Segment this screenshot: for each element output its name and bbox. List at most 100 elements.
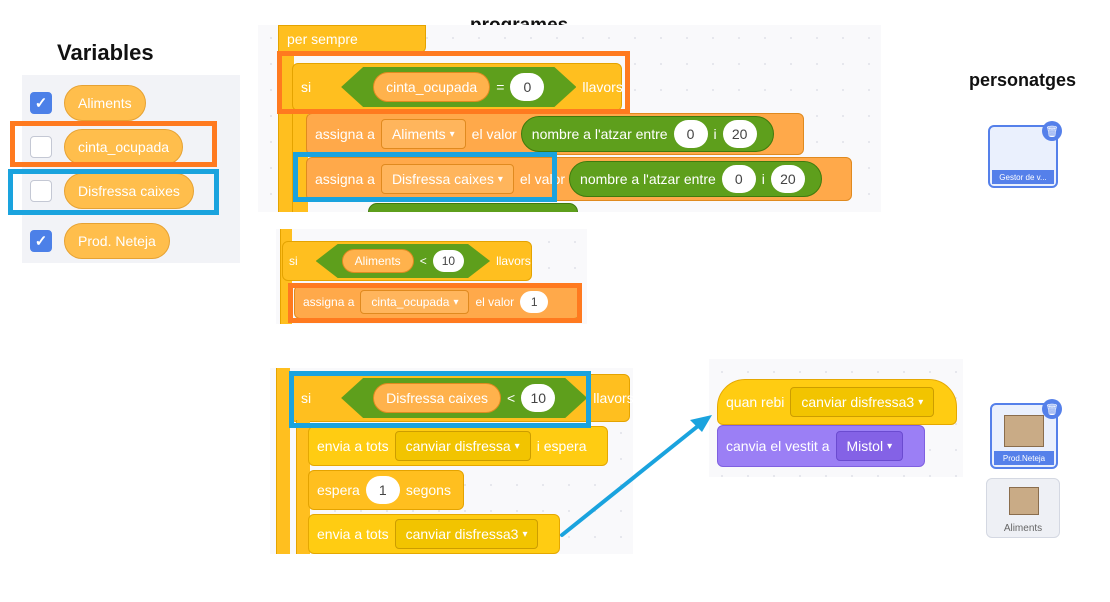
variable-cinta-ocupada[interactable]: cinta_ocupada <box>64 129 184 165</box>
variable-row-aliments: ✓ Aliments <box>30 85 146 121</box>
less-than-sign: < <box>507 390 516 406</box>
check-icon: ✓ <box>34 233 48 250</box>
forever-arm <box>278 51 294 212</box>
var-reporter-disfressa-caixes[interactable]: Disfressa caixes <box>373 383 501 413</box>
set-label: assigna a <box>303 295 355 309</box>
chevron-down-icon: ▾ <box>522 528 528 540</box>
chevron-down-icon: ▾ <box>514 440 520 452</box>
random-operator-2[interactable]: nombre a l'atzar entre 0 i 20 <box>569 161 822 197</box>
wait-label: espera <box>317 482 360 498</box>
dropdown-value: canviar disfressa3 <box>801 394 915 410</box>
then-label: llavors <box>496 254 531 268</box>
broadcast-block[interactable]: envia a tots canviar disfressa3▾ <box>308 514 560 554</box>
seconds-label: segons <box>405 482 451 498</box>
wait-seconds-input[interactable]: 1 <box>365 476 400 504</box>
delete-sprite-icon[interactable]: 🗑 <box>1042 121 1062 141</box>
script3-rail <box>276 368 290 554</box>
and-label: i <box>761 171 765 187</box>
if-block-3[interactable]: si Disfressa caixes < 10 llavors <box>290 374 633 422</box>
set-disfressa-block[interactable]: assigna a Disfressa caixes▾ el valor nom… <box>306 157 852 201</box>
dropdown-value: Mistol <box>846 438 884 454</box>
forever-label: per sempre <box>287 31 358 47</box>
chevron-down-icon: ▾ <box>497 173 503 185</box>
equals-value-input[interactable]: 0 <box>510 73 544 101</box>
then-label: llavors <box>582 79 623 95</box>
var-reporter-cinta-ocupada[interactable]: cinta_ocupada <box>373 72 490 102</box>
checkbox-cinta-ocupada[interactable] <box>30 136 52 158</box>
sprite-label-gestor: Gestor de v... <box>992 170 1054 184</box>
when-i-receive-hat[interactable]: quan rebi canviar disfressa3▾ <box>717 379 957 425</box>
dropdown-value: cinta_ocupada <box>371 295 450 309</box>
var-dropdown-cinta-ocupada[interactable]: cinta_ocupada▾ <box>360 290 470 314</box>
variable-aliments[interactable]: Aliments <box>64 85 146 121</box>
variables-heading: Variables <box>57 40 154 65</box>
sprite-label-prod-neteja: Prod.Neteja <box>994 451 1054 465</box>
variable-row-disfressa-caixes: Disfressa caixes <box>30 173 194 209</box>
sprite-gestor[interactable]: 🗑 Gestor de v... <box>988 121 1062 188</box>
equals-operator[interactable]: cinta_ocupada = 0 <box>341 67 576 107</box>
sprite-prod-neteja[interactable]: 🗑 Prod.Neteja <box>990 399 1062 469</box>
chevron-down-icon: ▾ <box>453 296 459 308</box>
checkbox-aliments[interactable]: ✓ <box>30 92 52 114</box>
if-label: si <box>301 390 312 406</box>
delete-sprite-icon[interactable]: 🗑 <box>1042 399 1062 419</box>
message-dropdown-canviar-disfressa3[interactable]: canviar disfressa3▾ <box>394 519 539 549</box>
compare-value-input[interactable]: 10 <box>521 384 555 412</box>
checkbox-disfressa-caixes[interactable] <box>30 180 52 202</box>
dropdown-value: Aliments <box>391 126 446 142</box>
dropdown-value: canviar disfressa <box>405 438 511 454</box>
costume-dropdown[interactable]: Mistol▾ <box>835 431 904 461</box>
switch-costume-label: canvia el vestit a <box>726 438 830 454</box>
variable-row-prod-neteja: ✓ Prod. Neteja <box>30 223 170 259</box>
random-to-input[interactable]: 20 <box>722 120 757 148</box>
if-label: si <box>301 79 312 95</box>
variable-disfressa-caixes[interactable]: Disfressa caixes <box>64 173 194 209</box>
dropdown-value: canviar disfressa3 <box>405 526 519 542</box>
sprite-aliments[interactable]: Aliments <box>986 478 1060 538</box>
and-wait-label: i espera <box>536 438 587 454</box>
var-dropdown-disfressa-caixes[interactable]: Disfressa caixes▾ <box>380 164 514 194</box>
script-area-1: per sempre si cinta_ocupada = 0 llavors … <box>258 25 881 212</box>
when-receive-label: quan rebi <box>726 394 785 410</box>
then-label: llavors <box>593 390 633 406</box>
sprite-label-aliments: Aliments <box>1003 522 1043 534</box>
aliments-thumbnail <box>1009 487 1039 515</box>
to-label: el valor <box>471 126 517 142</box>
set-value-input[interactable]: 1 <box>520 291 549 313</box>
set-label: assigna a <box>315 171 375 187</box>
random-from-input[interactable]: 0 <box>721 165 756 193</box>
var-reporter-aliments[interactable]: Aliments <box>342 249 414 273</box>
broadcast-and-wait-block[interactable]: envia a tots canviar disfressa▾ i espera <box>308 426 608 466</box>
compare-value-input[interactable]: 10 <box>433 250 464 272</box>
less-than-operator[interactable]: Disfressa caixes < 10 <box>341 378 587 418</box>
message-dropdown-canviar-disfressa[interactable]: canviar disfressa▾ <box>394 431 531 461</box>
if-block-1[interactable]: si cinta_ocupada = 0 llavors <box>292 63 623 111</box>
switch-costume-block[interactable]: canvia el vestit a Mistol▾ <box>717 425 925 467</box>
random-to-input[interactable]: 20 <box>770 165 805 193</box>
variable-prod-neteja[interactable]: Prod. Neteja <box>64 223 170 259</box>
prod-neteja-thumbnail <box>1004 415 1044 447</box>
if-arm-3 <box>296 420 310 554</box>
var-dropdown-aliments[interactable]: Aliments▾ <box>380 119 466 149</box>
random-from-input[interactable]: 0 <box>673 120 708 148</box>
variable-row-cinta-ocupada: cinta_ocupada <box>30 129 184 165</box>
less-than-sign: < <box>419 254 427 268</box>
message-dropdown-hat[interactable]: canviar disfressa3▾ <box>790 387 935 417</box>
broadcast-label: envia a tots <box>317 526 389 542</box>
check-icon: ✓ <box>34 95 48 112</box>
random-operator-1[interactable]: nombre a l'atzar entre 0 i 20 <box>520 116 774 152</box>
chevron-down-icon: ▾ <box>887 440 893 452</box>
script-area-4: quan rebi canviar disfressa3▾ canvia el … <box>709 359 963 477</box>
dropdown-value: Disfressa caixes <box>391 171 494 187</box>
wait-block[interactable]: espera 1 segons <box>308 470 464 510</box>
set-aliments-block[interactable]: assigna a Aliments▾ el valor nombre a l'… <box>306 113 804 155</box>
checkbox-prod-neteja[interactable]: ✓ <box>30 230 52 252</box>
random-label: nombre a l'atzar entre <box>580 171 716 187</box>
random-label: nombre a l'atzar entre <box>531 126 668 142</box>
less-than-operator[interactable]: Aliments < 10 <box>316 244 490 278</box>
if-label: si <box>289 254 298 268</box>
set-label: assigna a <box>315 126 375 142</box>
if-block-2[interactable]: si Aliments < 10 llavors <box>282 241 532 281</box>
personatges-heading: personatges <box>969 70 1077 90</box>
